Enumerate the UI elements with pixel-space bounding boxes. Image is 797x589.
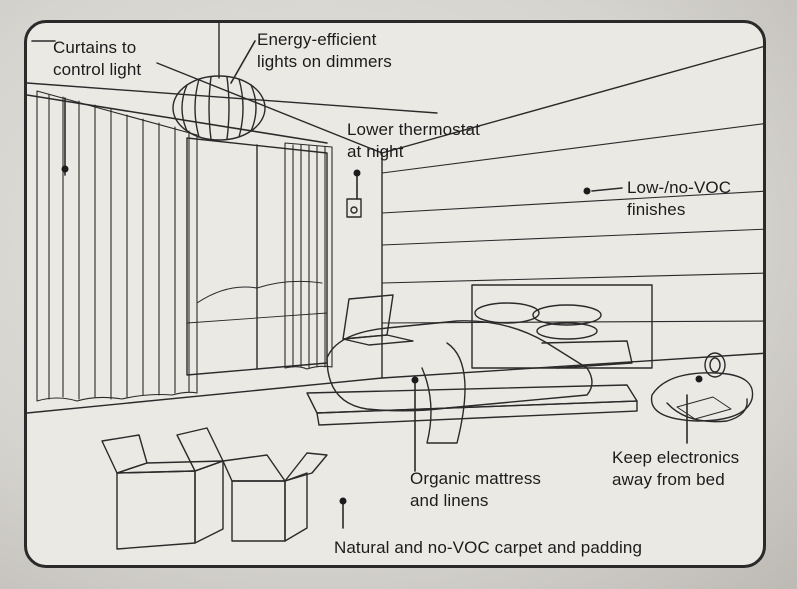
label-thermostat: Lower thermostat at night [347, 119, 480, 163]
bedroom-illustration [27, 23, 763, 550]
label-carpet-line1: Natural and no-VOC carpet and padding [334, 538, 643, 557]
label-thermostat-line1: Lower thermostat [347, 120, 480, 139]
label-electronics-line2: away from bed [612, 470, 725, 489]
left-curtain [27, 90, 328, 402]
label-mattress-line2: and linens [410, 491, 489, 510]
bed [306, 284, 653, 444]
label-lights-line1: Energy-efficient [257, 30, 377, 49]
label-curtains-line1: Curtains to [53, 38, 137, 57]
laptop-icon [342, 294, 414, 346]
leader-lines [31, 40, 688, 529]
label-curtains: Curtains to control light [53, 37, 141, 81]
window [186, 137, 328, 376]
label-carpet: Natural and no-VOC carpet and padding [334, 537, 642, 559]
clock-icon [704, 352, 726, 378]
room-outline [27, 45, 763, 414]
label-lights-line2: lights on dimmers [257, 52, 392, 71]
label-thermostat-line2: at night [347, 142, 404, 161]
label-lights: Energy-efficient lights on dimmers [257, 29, 392, 73]
label-mattress-line1: Organic mattress [410, 469, 542, 488]
label-electronics-line1: Keep electronics [612, 448, 740, 467]
pendant-lamp-icon [172, 23, 266, 141]
thermostat-icon [346, 198, 362, 218]
leader-dots [61, 165, 703, 505]
label-finishes-line1: Low-/no-VOC [627, 178, 732, 197]
nightstand [650, 372, 754, 423]
label-electronics: Keep electronics away from bed [612, 447, 739, 491]
label-curtains-line2: control light [53, 60, 142, 79]
moving-boxes [101, 427, 328, 550]
label-finishes-line2: finishes [627, 200, 686, 219]
label-mattress: Organic mattress and linens [410, 468, 541, 512]
right-curtain [284, 142, 333, 370]
diagram-panel: Curtains to control light Energy-efficie… [24, 20, 766, 568]
label-finishes: Low-/no-VOC finishes [627, 177, 731, 221]
